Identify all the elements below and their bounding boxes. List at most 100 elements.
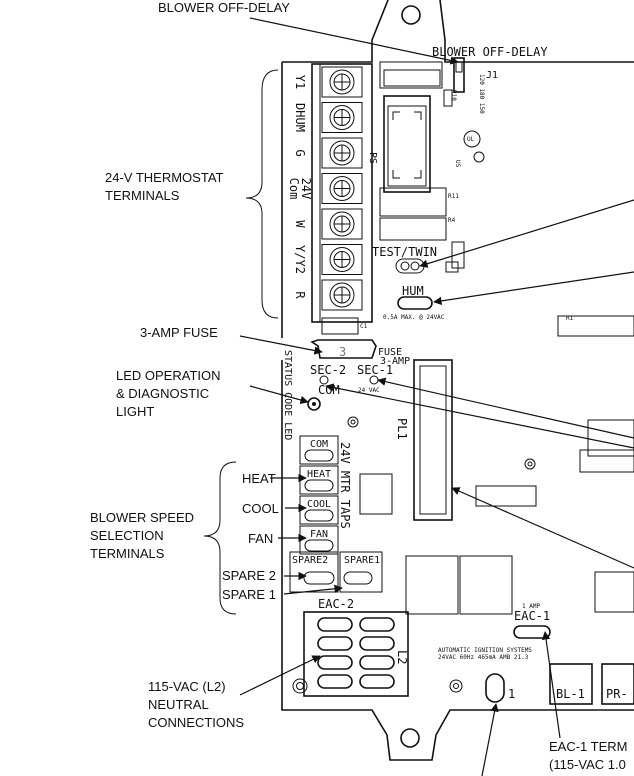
callout-cool: COOL xyxy=(242,501,279,516)
thermostat-label-3: 24V xyxy=(299,178,313,200)
callout-neutral-3: CONNECTIONS xyxy=(148,715,244,730)
tap-terminal-1[interactable] xyxy=(304,479,334,492)
callout-spare2: SPARE 2 xyxy=(222,568,276,583)
terminal-1[interactable] xyxy=(485,673,505,703)
tap-terminal-0[interactable] xyxy=(304,449,334,462)
svg-text:120 180 150: 120 180 150 xyxy=(478,74,485,114)
spare2-block xyxy=(289,551,339,593)
tap-terminal-3[interactable] xyxy=(304,539,334,552)
vac-label: 24 VAC xyxy=(358,387,380,394)
callout-eac1-2: (115-VAC 1.0 xyxy=(549,757,626,772)
thermostat-label-0: Y1 xyxy=(293,75,307,89)
spare1-terminal[interactable] xyxy=(343,571,373,585)
tap-label-1: HEAT xyxy=(307,469,331,480)
svg-text:PS: PS xyxy=(367,152,378,164)
fuse[interactable]: 3 xyxy=(310,339,377,359)
spare2-terminal[interactable] xyxy=(303,571,335,585)
hum-rating: 0.5A MAX. @ 24VAC xyxy=(383,314,445,321)
neutral-tab[interactable] xyxy=(317,636,353,651)
thermostat-brace xyxy=(245,69,279,319)
tap-label-3: FAN xyxy=(310,529,328,540)
neutral-tab[interactable] xyxy=(359,636,395,651)
svg-text:R10: R10 xyxy=(450,90,457,101)
thermostat-screw-3[interactable] xyxy=(321,173,363,204)
blower-off-delay-board-label: BLOWER OFF-DELAY xyxy=(432,45,548,59)
neutral-tab[interactable] xyxy=(359,655,395,670)
callout-fan: FAN xyxy=(248,531,273,546)
callout-eac1-1: EAC-1 TERM xyxy=(549,739,628,754)
svg-text:J1: J1 xyxy=(486,70,498,81)
pr-terminal[interactable] xyxy=(601,663,634,705)
neutral-tab[interactable] xyxy=(359,674,395,689)
sec1-terminal[interactable] xyxy=(369,375,379,385)
system-note-1: AUTOMATIC IGNITION SYSTEMS xyxy=(438,647,532,654)
bl1-terminal[interactable] xyxy=(549,663,593,705)
svg-text:L2: L2 xyxy=(395,650,409,664)
thermostat-screw-4[interactable] xyxy=(321,208,363,240)
board-outline xyxy=(281,0,634,761)
motor-taps-title: 24V MTR TAPS xyxy=(338,442,352,529)
thermostat-terminal-block xyxy=(311,63,373,323)
svg-text:3: 3 xyxy=(339,345,346,359)
svg-text:SPARE1: SPARE1 xyxy=(344,555,380,566)
mounting-hole-top xyxy=(401,5,421,25)
terminal-block-tab xyxy=(321,317,359,335)
system-note-2: 24VAC 60Hz 465mA AMB 21.3 xyxy=(438,654,529,661)
thermostat-screw-1[interactable] xyxy=(321,102,363,133)
svg-text:1: 1 xyxy=(508,687,515,701)
tap-label-0: COM xyxy=(310,439,328,450)
tap-terminal-2[interactable] xyxy=(304,509,334,522)
blower-off-delay-jumper[interactable] xyxy=(453,57,465,93)
sec2-terminal[interactable] xyxy=(319,375,329,385)
eac2-label: EAC-2 xyxy=(318,597,354,611)
thermostat-screws xyxy=(321,66,363,311)
callout-thermostat-2: TERMINALS xyxy=(105,188,180,203)
callout-fuse: 3-AMP FUSE xyxy=(140,325,218,340)
svg-text:R11: R11 xyxy=(448,193,459,200)
neutral-tab[interactable] xyxy=(317,655,353,670)
svg-text:BL-1: BL-1 xyxy=(556,687,585,701)
svg-text:UL: UL xyxy=(467,136,475,143)
callout-spare1: SPARE 1 xyxy=(222,587,276,602)
callout-thermostat-1: 24-V THERMOSTAT xyxy=(105,170,224,185)
thermostat-screw-5[interactable] xyxy=(321,244,363,275)
callout-speed-1: BLOWER SPEED xyxy=(90,510,194,525)
callout-led-1: LED OPERATION xyxy=(116,368,221,383)
test-twin-terminals[interactable] xyxy=(395,258,425,274)
neutral-tab[interactable] xyxy=(359,617,395,632)
svg-text:1 AMP: 1 AMP xyxy=(522,603,540,610)
svg-text:R1: R1 xyxy=(566,315,574,322)
eac1-terminal[interactable] xyxy=(513,625,551,639)
callout-neutral-1: 115-VAC (L2) xyxy=(148,679,226,694)
status-code-led-label: STATUS CODE LED xyxy=(282,350,293,440)
sec2-label: SEC-2 xyxy=(310,363,346,377)
neutral-tab[interactable] xyxy=(317,674,353,689)
thermostat-screw-2[interactable] xyxy=(321,137,363,169)
hum-label: HUM xyxy=(402,284,424,298)
tap-box-0 xyxy=(299,435,339,465)
callout-led-3: LIGHT xyxy=(116,404,154,419)
svg-text:SPARE2: SPARE2 xyxy=(292,555,328,566)
neutral-tab[interactable] xyxy=(317,617,353,632)
spare1-block xyxy=(339,551,383,593)
callout-blower-off-delay: BLOWER OFF-DELAY xyxy=(158,0,290,15)
test-twin-label: TEST/TWIN xyxy=(372,245,437,259)
thermostat-screw-0[interactable] xyxy=(321,66,363,98)
thermostat-screw-6[interactable] xyxy=(321,279,363,311)
callout-led-2: & DIAGNOSTIC xyxy=(116,386,209,401)
sec1-label: SEC-1 xyxy=(357,363,393,377)
hum-terminal[interactable] xyxy=(397,296,433,310)
eac2-neutral-terminals xyxy=(303,611,409,697)
callout-speed-2: SELECTION xyxy=(90,528,164,543)
svg-text:PR-: PR- xyxy=(606,687,628,701)
thermostat-label-4: W xyxy=(293,220,307,228)
svg-text:US: US xyxy=(454,160,461,168)
motor-taps: COM HEAT COOL FAN xyxy=(299,435,339,555)
callout-neutral-2: NEUTRAL xyxy=(148,697,209,712)
tap-label-2: COOL xyxy=(307,499,331,510)
svg-text:R4: R4 xyxy=(448,217,456,224)
leader-lines xyxy=(239,17,634,776)
mounting-hole-bottom xyxy=(400,728,420,748)
